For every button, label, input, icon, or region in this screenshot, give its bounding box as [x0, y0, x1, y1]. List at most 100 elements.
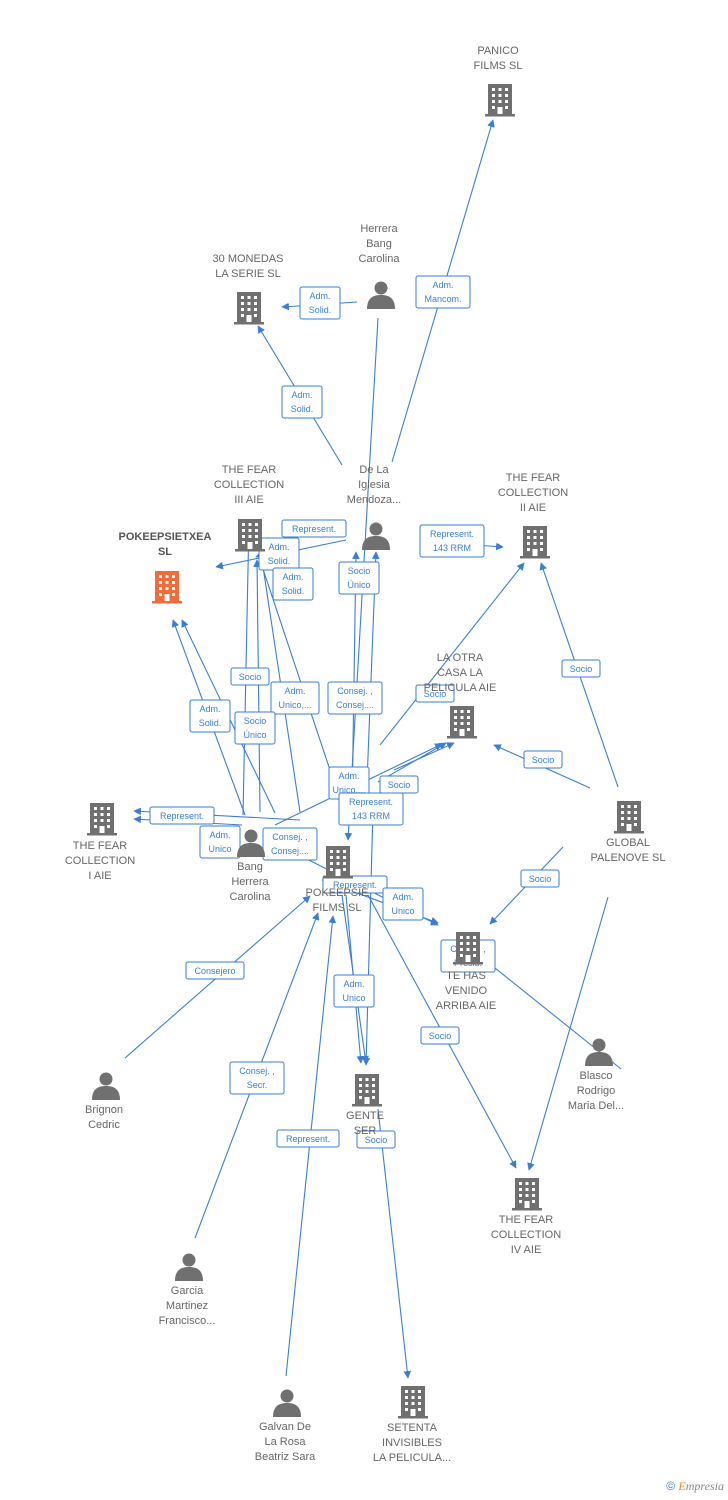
edge-label[interactable]: Adm.Solid. [299, 286, 341, 320]
edge-label[interactable]: Adm.Mancom. [415, 275, 471, 309]
edge-label[interactable]: Socio [420, 1026, 460, 1045]
edge-label[interactable]: Socio [561, 659, 601, 678]
edge-label[interactable]: Socio [230, 667, 270, 686]
edge-label[interactable]: Adm. Unico,... [270, 681, 320, 715]
edge-label-text: Adm. [392, 892, 413, 902]
edge-label-text: Unico,... [332, 785, 365, 795]
edge-label-text: Solid. [199, 718, 222, 728]
node-label: Bang [237, 861, 263, 873]
person-icon [585, 1038, 613, 1066]
edge-label-box [327, 681, 383, 715]
node-delaiglesia[interactable]: De LaIglesiaMendoza... [347, 464, 401, 550]
building-icon [485, 84, 515, 117]
node-label: THE FEAR [222, 464, 276, 476]
edge-label[interactable]: Represent. [276, 1129, 340, 1148]
edge-label-text: Socio [424, 689, 447, 699]
edge-label[interactable]: Socio [520, 869, 560, 888]
building-icon [234, 292, 264, 325]
node-label: PALENOVE SL [591, 852, 666, 864]
edge-label-text: Unico [391, 906, 414, 916]
edge-label[interactable]: Socio [379, 775, 419, 794]
edge-label-text: Adm. [343, 979, 364, 989]
edge-label[interactable]: Adm.Unico [199, 825, 241, 859]
edge-label-text: Único [243, 730, 266, 740]
building-icon [398, 1386, 428, 1419]
person-icon [92, 1072, 120, 1100]
edge-label[interactable]: Adm.Solid. [189, 699, 231, 733]
node-label: LA PELICULA... [373, 1452, 451, 1464]
edge-label[interactable]: Consejero [185, 961, 245, 980]
edge-label-text: Adm. [284, 686, 305, 696]
node-monedas[interactable]: 30 MONEDAS LA SERIE SL [213, 253, 284, 325]
edge-label-box [382, 887, 424, 921]
edge-label[interactable]: Adm.Solid. [272, 567, 314, 601]
edge-label[interactable]: Represent.143 RRM [419, 524, 485, 558]
building-icon [152, 571, 182, 604]
edge-label[interactable]: Socio [356, 1130, 396, 1149]
node-label: LA SERIE SL [215, 268, 280, 280]
edge-label[interactable]: Represent. [149, 806, 215, 825]
person-icon [175, 1253, 203, 1281]
edge-label-box [415, 275, 471, 309]
edge-label[interactable]: Represent. [322, 875, 388, 894]
edge-label[interactable]: Consej. ,Consej.... [327, 681, 383, 715]
node-label: FILMS SL [313, 902, 362, 914]
edge-label[interactable]: Socio [415, 684, 455, 703]
edge-label-box [561, 659, 601, 678]
node-label: COLLECTION [65, 855, 135, 867]
edge-label-text: Consej. , [337, 686, 373, 696]
edge-label-text: Unico,... [278, 700, 311, 710]
edge-label[interactable]: Socio [523, 750, 563, 769]
edge-label-box [338, 561, 380, 595]
node-label: CASA LA [437, 667, 484, 679]
edge-label[interactable]: Adm. Unico [382, 887, 424, 921]
edge-label-text: Adm. [432, 280, 453, 290]
building-icon [520, 526, 550, 559]
edge-label-text: Represent. [160, 811, 204, 821]
edge-label[interactable]: Represent.143 RRM [338, 792, 404, 826]
edge-label[interactable]: Adm.Solid. [281, 385, 323, 419]
empresia-footer[interactable]: © Empresia [666, 1479, 724, 1494]
node-garcia[interactable]: GarciaMartinezFrancisco... [159, 1253, 216, 1328]
node-label: I AIE [88, 870, 111, 882]
edge-label[interactable]: Consej. ,Consej.... [262, 827, 318, 861]
edge-label-box [185, 961, 245, 980]
edge-label-text: Solid. [309, 305, 332, 315]
node-label: 30 MONEDAS [213, 253, 284, 265]
edge-label-text: Secr. [247, 1080, 268, 1090]
edge-label-box [230, 667, 270, 686]
edge-label-box [419, 524, 485, 558]
edge-label-box [420, 1026, 460, 1045]
edge-label-box [520, 869, 560, 888]
edge-label-text: Socio [365, 1135, 388, 1145]
brand-name: mpresia [685, 1479, 724, 1493]
edge-label-box [234, 711, 276, 745]
edge-label[interactable]: Adm.Solid. [258, 537, 300, 571]
edge-label-text: Consej. , [239, 1066, 275, 1076]
node-label: Iglesia [358, 479, 391, 491]
edge-label[interactable]: Represent. [281, 519, 347, 538]
edge-label[interactable]: Adm.Unico [333, 974, 375, 1008]
edge-label-box [523, 750, 563, 769]
node-label: PELICULA AIE [424, 682, 497, 694]
edge-label[interactable]: Consej. , Secr. [229, 1061, 285, 1095]
